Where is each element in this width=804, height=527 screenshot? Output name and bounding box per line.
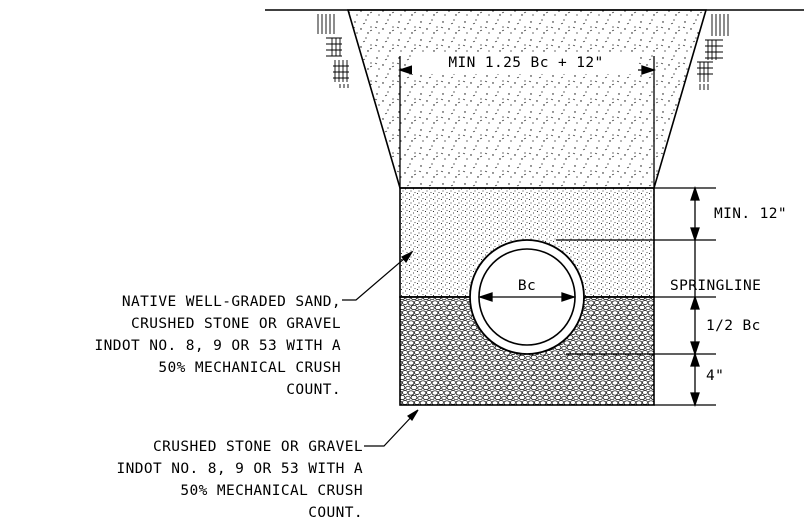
bedding-note-line: CRUSHED STONE OR GRAVEL <box>153 439 363 455</box>
half-bc-label: 1/2 Bc <box>706 318 761 334</box>
backfill-note-line: NATIVE WELL-GRADED SAND, <box>122 294 341 310</box>
earth-hatch-left <box>317 14 349 88</box>
leader-lines <box>342 250 419 447</box>
bedding-note: CRUSHED STONE OR GRAVEL INDOT NO. 8, 9 O… <box>116 439 363 521</box>
springline-label: SPRINGLINE <box>670 278 761 294</box>
bedding-note-line: 50% MECHANICAL CRUSH <box>180 483 363 499</box>
bedding-note-line: INDOT NO. 8, 9 OR 53 WITH A <box>116 461 363 477</box>
backfill-note-line: 50% MECHANICAL CRUSH <box>158 360 341 376</box>
bedding-note-line: COUNT. <box>308 505 363 521</box>
right-dimension-chain <box>556 185 716 408</box>
cover-label: MIN. 12" <box>714 206 787 222</box>
top-width-label: MIN 1.25 Bc + 12" <box>448 55 603 71</box>
pipe-diameter-dimension <box>477 292 577 302</box>
backfill-note: NATIVE WELL-GRADED SAND, CRUSHED STONE O… <box>94 294 341 398</box>
backfill-note-line: CRUSHED STONE OR GRAVEL <box>131 316 341 332</box>
bedding-depth-label: 4" <box>706 368 724 384</box>
upper-backfill-zone <box>346 9 708 189</box>
pipe-diameter-label: Bc <box>518 278 536 294</box>
earth-hatch-right <box>697 14 729 90</box>
top-width-label-bg <box>412 52 638 74</box>
backfill-note-line: INDOT NO. 8, 9 OR 53 WITH A <box>94 338 341 354</box>
backfill-note-line: COUNT. <box>286 382 341 398</box>
